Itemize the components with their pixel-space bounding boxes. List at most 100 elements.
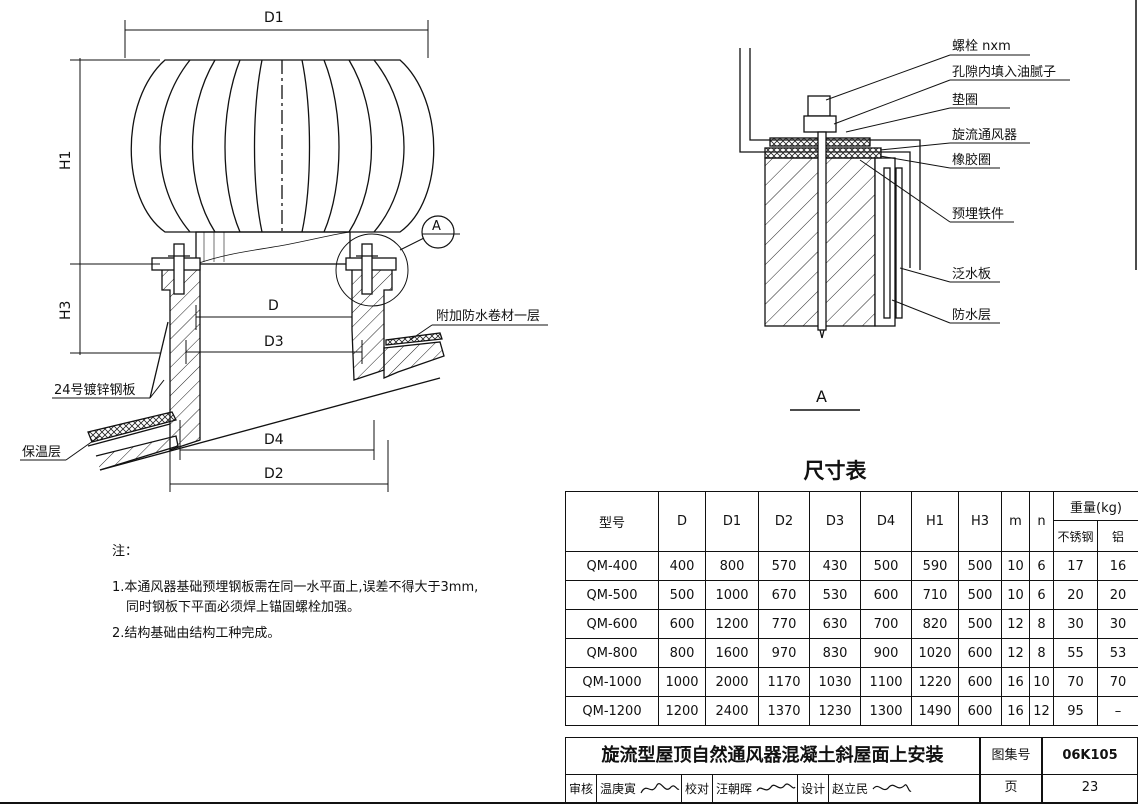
table-cell: 20 <box>1053 580 1098 610</box>
dim-h3: H3 <box>58 301 74 320</box>
table-cell: 430 <box>809 551 861 581</box>
dim-d: D <box>268 298 279 314</box>
table-cell: 500 <box>958 580 1002 610</box>
table-cell: 800 <box>705 551 759 581</box>
table-cell: 16 <box>1001 667 1030 697</box>
table-cell: 1200 <box>658 696 706 726</box>
table-cell: 2400 <box>705 696 759 726</box>
table-cell: 12 <box>1001 638 1030 668</box>
table-cell: 710 <box>911 580 959 610</box>
detail-a-marker <box>421 215 455 249</box>
table-cell: 20 <box>1097 580 1138 610</box>
table-cell: 1600 <box>705 638 759 668</box>
table-cell: 1370 <box>758 696 810 726</box>
model-cell: QM-1000 <box>565 667 659 697</box>
table-cell: 600 <box>860 580 912 610</box>
reviewer-name: 温庚寅 <box>600 782 637 796</box>
table-cell: 770 <box>758 609 810 639</box>
separator <box>681 774 683 803</box>
col-header: H1 <box>911 491 959 552</box>
table-cell: 970 <box>758 638 810 668</box>
table-cell: 16 <box>1001 696 1030 726</box>
table-cell: 500 <box>658 580 706 610</box>
table-cell: 570 <box>758 551 810 581</box>
col-header: H3 <box>958 491 1002 552</box>
page-label: 页 <box>980 775 1042 803</box>
detail-a-leader <box>399 237 425 251</box>
table-cell: 1230 <box>809 696 861 726</box>
table-cell: 600 <box>658 609 706 639</box>
title-block: 旋流型屋顶自然通风器混凝土斜屋面上安装 图集号 06K105 页 23 审核 温… <box>565 737 1138 803</box>
table-cell: 70 <box>1053 667 1098 697</box>
design-label: 设计 <box>801 782 826 796</box>
separator <box>596 774 598 803</box>
detail-label-rubber-ring: 橡胶圈 <box>952 152 991 168</box>
table-cell: 630 <box>809 609 861 639</box>
table-cell: 1170 <box>758 667 810 697</box>
table-cell: 800 <box>658 638 706 668</box>
table-cell: 1490 <box>911 696 959 726</box>
table-cell: 8 <box>1029 638 1054 668</box>
table-cell: 2000 <box>705 667 759 697</box>
notes-title: 注： <box>112 544 139 559</box>
table-cell: 95 <box>1053 696 1098 726</box>
detail-ref-a: A <box>432 219 441 234</box>
table-cell: 530 <box>809 580 861 610</box>
drawing-title: 旋流型屋顶自然通风器混凝土斜屋面上安装 <box>565 737 980 775</box>
table-cell: 1000 <box>705 580 759 610</box>
table-cell: 500 <box>958 609 1002 639</box>
table-cell: 700 <box>860 609 912 639</box>
leader-lines <box>20 324 548 461</box>
note-item: 1.本通风器基础预埋钢板需在同一水平面上,误差不得大于3mm, 同时钢板下平面必… <box>112 578 542 618</box>
detail-label-putty: 孔隙内填入油腻子 <box>952 64 1056 80</box>
size-table: 型号 D D1 D2 D3 D4 H1 H3 m n 重量(kg) 不锈钢 铝 … <box>565 491 1138 726</box>
table-cell: 55 <box>1053 638 1098 668</box>
table-cell: 600 <box>958 667 1002 697</box>
model-cell: QM-600 <box>565 609 659 639</box>
table-cell: 1000 <box>658 667 706 697</box>
dim-d1: D1 <box>264 10 284 26</box>
table-cell: 10 <box>1001 551 1030 581</box>
separator <box>712 774 714 803</box>
dim-d4: D4 <box>264 432 284 448</box>
col-header: D3 <box>809 491 861 552</box>
weight-subheader: 铝 <box>1097 520 1138 552</box>
note-line: 同时钢板下平面必须焊上锚固螺栓加强。 <box>126 600 361 616</box>
table-cell: – <box>1097 696 1138 726</box>
col-header: D2 <box>758 491 810 552</box>
table-cell: 30 <box>1053 609 1098 639</box>
review-label: 审核 <box>569 782 594 796</box>
model-cell: QM-400 <box>565 551 659 581</box>
size-table-title: 尺寸表 <box>803 459 867 483</box>
model-cell: QM-500 <box>565 580 659 610</box>
detail-section-label: A <box>816 387 827 406</box>
atlas-number: 06K105 <box>1042 737 1138 775</box>
page-number: 23 <box>1042 775 1138 803</box>
table-cell: 1300 <box>860 696 912 726</box>
table-cell: 8 <box>1029 609 1054 639</box>
checker-name: 汪朝晖 <box>716 782 753 796</box>
detail-a-callout-circle <box>335 233 409 307</box>
model-cell: QM-800 <box>565 638 659 668</box>
col-header: D1 <box>705 491 759 552</box>
ventilator-head <box>130 59 435 265</box>
table-cell: 10 <box>1001 580 1030 610</box>
check-label: 校对 <box>685 782 710 796</box>
table-cell: 600 <box>958 696 1002 726</box>
table-cell: 53 <box>1097 638 1138 668</box>
table-cell: 6 <box>1029 580 1054 610</box>
detail-label-bolt: 螺栓 nxm <box>952 39 1011 54</box>
col-header: 型号 <box>565 491 659 552</box>
separator <box>828 774 830 803</box>
label-waterproof-extra: 附加防水卷材一层 <box>436 308 540 324</box>
signature-icon <box>756 783 796 791</box>
table-cell: 500 <box>860 551 912 581</box>
table-cell: 10 <box>1029 667 1054 697</box>
notes: 注： 1.本通风器基础预埋钢板需在同一水平面上,误差不得大于3mm, 同时钢板下… <box>112 542 542 651</box>
dim-d2: D2 <box>264 466 284 482</box>
table-cell: 30 <box>1097 609 1138 639</box>
